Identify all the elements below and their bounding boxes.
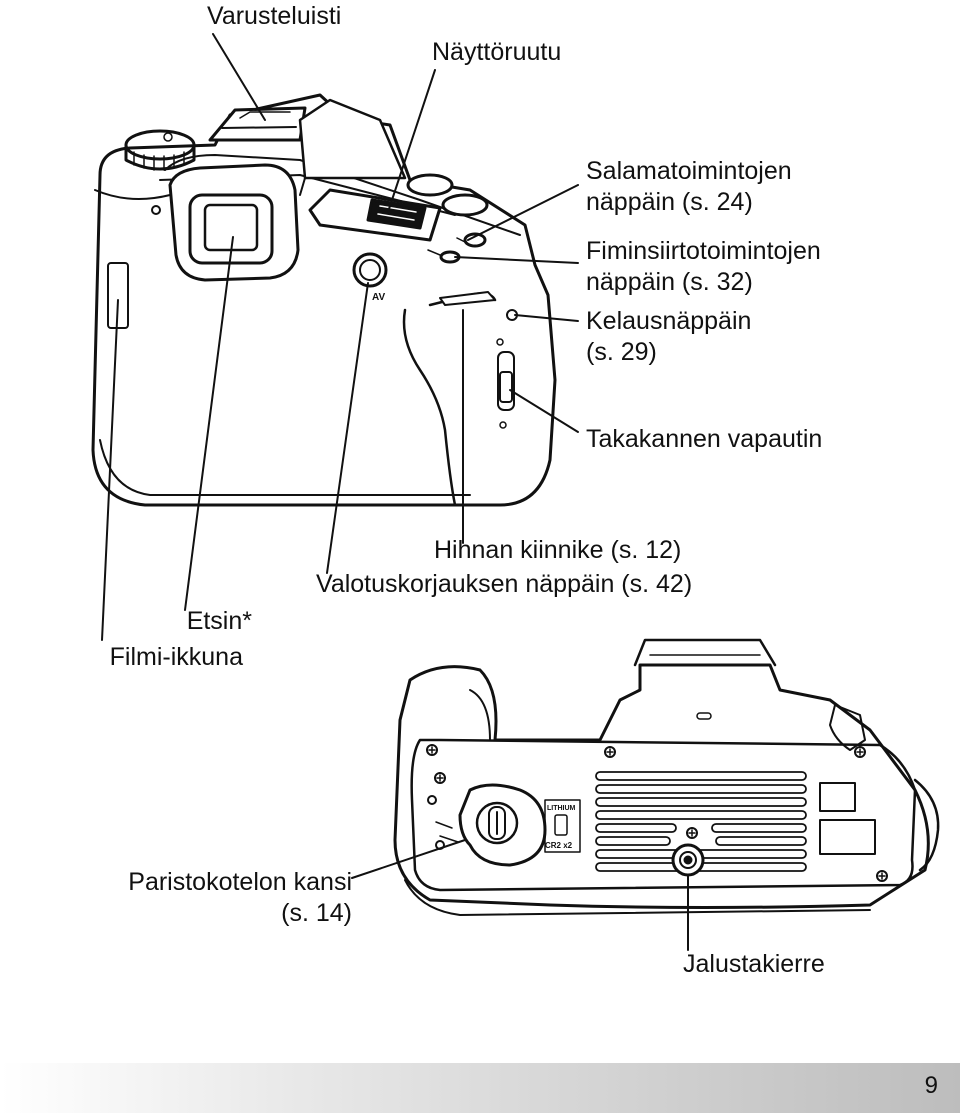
mode-dial xyxy=(124,129,196,171)
label-tripod-socket: Jalustakierre xyxy=(683,950,825,978)
label-strap-eyelet: Hihnan kiinnike (s. 12) xyxy=(434,536,682,564)
label-viewfinder: Etsin* xyxy=(186,607,252,635)
battery-marking: LITHIUM CR2 x2 xyxy=(544,799,581,853)
av-marking: AV xyxy=(372,292,385,303)
svg-text:LITHIUM: LITHIUM xyxy=(547,805,576,812)
label-flash-button-line2: näppäin (s. 24) xyxy=(586,188,753,216)
label-accessory-shoe: Varusteluisti xyxy=(207,2,342,30)
film-window xyxy=(107,262,129,329)
exposure-compensation-button xyxy=(352,252,388,288)
label-flash-button-line1: Salamatoimintojen xyxy=(586,157,792,185)
label-film-window: Filmi-ikkuna xyxy=(109,643,243,671)
svg-text:CR2 x2: CR2 x2 xyxy=(545,841,573,850)
camera-bottom-view: LITHIUM CR2 x2 xyxy=(393,638,940,916)
flash-button xyxy=(463,232,487,248)
accessory-shoe xyxy=(208,106,307,142)
battery-cover xyxy=(435,783,547,867)
label-rear-cover-release: Takakannen vapautin xyxy=(586,425,823,453)
camera-body-outline xyxy=(91,93,557,507)
label-film-transport-line2: näppäin (s. 32) xyxy=(586,268,753,296)
display-panel xyxy=(308,188,442,242)
footer-bar xyxy=(0,1063,960,1113)
label-display-panel: Näyttöruutu xyxy=(432,38,562,66)
label-rewind-button-line1: Kelausnäppäin xyxy=(586,307,752,335)
label-exposure-compensation: Valotuskorjauksen näppäin (s. 42) xyxy=(316,570,693,598)
page-number: 9 xyxy=(924,1072,938,1099)
viewfinder-eyecup xyxy=(168,163,300,282)
label-battery-cover-line1: Paristokotelon kansi xyxy=(128,868,352,896)
leader-lines xyxy=(101,33,689,951)
rear-cover-release xyxy=(499,371,513,403)
tripod-socket xyxy=(671,843,705,877)
camera-back-view: AV xyxy=(91,93,557,507)
label-rewind-button-line2: (s. 29) xyxy=(586,338,657,366)
label-battery-cover-line2: (s. 14) xyxy=(281,899,352,927)
label-film-transport-line1: Fiminsiirtotoimintojen xyxy=(586,237,821,265)
